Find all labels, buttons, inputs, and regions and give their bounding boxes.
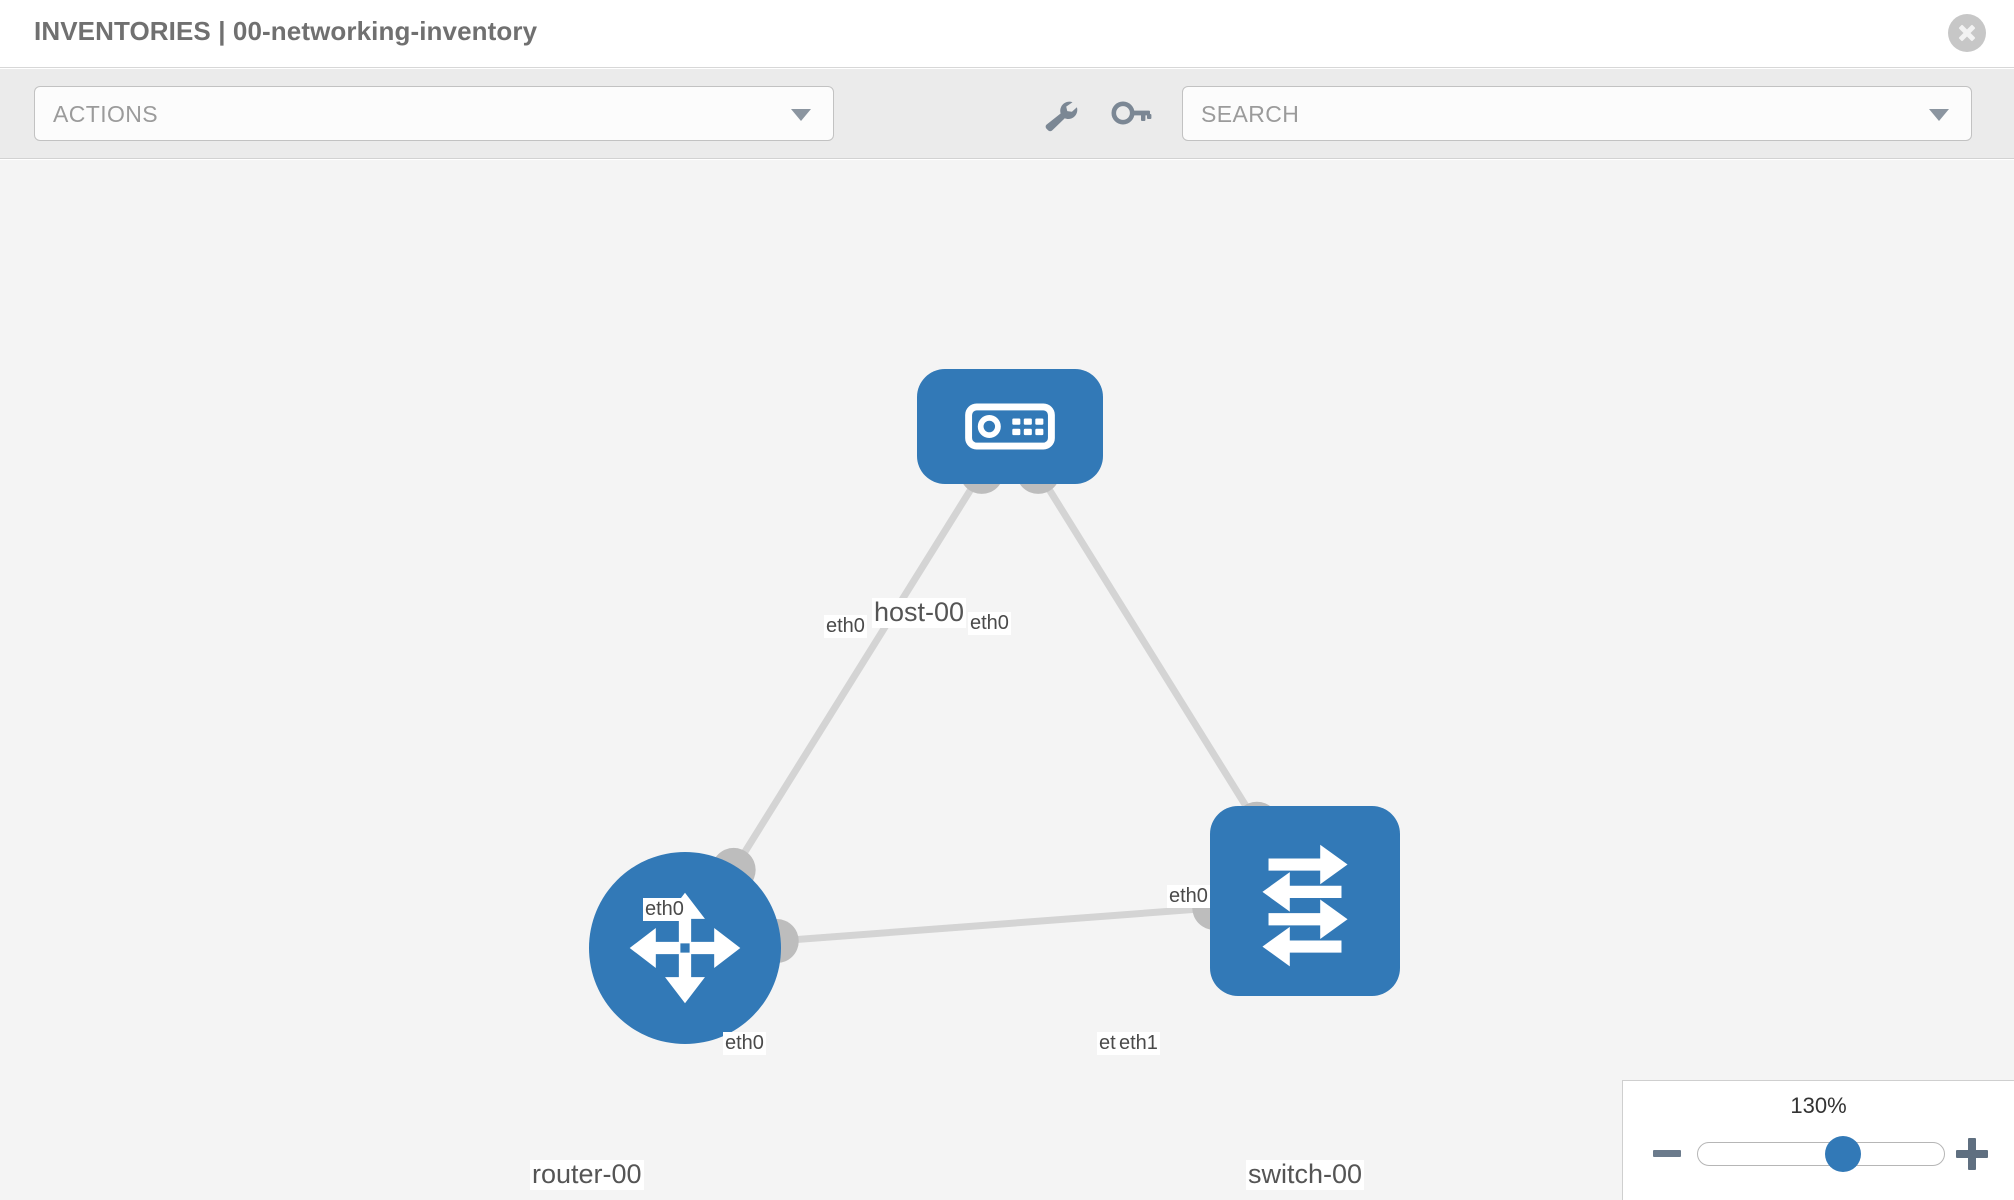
node-shape: [917, 369, 1103, 484]
interface-label: eth0: [968, 612, 1011, 635]
node-shape: [589, 852, 781, 1044]
interface-label: eth1: [1117, 1032, 1160, 1055]
zoom-slider-row: [1623, 1133, 2014, 1179]
wrench-icon[interactable]: [1042, 99, 1086, 133]
topology-graph: [589, 369, 1400, 1044]
close-icon[interactable]: [1948, 14, 1986, 52]
chevron-down-icon: [791, 108, 811, 121]
zoom-slider-thumb[interactable]: [1825, 1136, 1862, 1172]
search-placeholder: SEARCH: [1201, 101, 1300, 127]
topology-node-router-00[interactable]: [589, 852, 781, 1044]
interface-label: eth0: [824, 615, 867, 638]
node-label: router-00: [530, 1159, 644, 1190]
page-header: INVENTORIES | 00-networking-inventory: [0, 0, 2014, 68]
toolbar: ACTIONS SEARCH: [0, 69, 2014, 159]
zoom-level-value: 130%: [1790, 1093, 1847, 1118]
zoom-slider-track[interactable]: [1697, 1136, 1945, 1172]
key-icon[interactable]: [1110, 99, 1154, 133]
zoom-in-button[interactable]: [1955, 1133, 1989, 1173]
topology-node-switch-00[interactable]: [1210, 806, 1400, 996]
interface-label: eth0: [1167, 885, 1210, 908]
node-label: host-00: [872, 597, 967, 628]
zoom-control-panel: 130%: [1622, 1080, 2014, 1200]
interface-label: eth0: [643, 898, 686, 921]
chevron-down-icon: [1929, 108, 1949, 121]
node-label: switch-00: [1246, 1159, 1365, 1190]
topology-nodes[interactable]: [589, 369, 1400, 1044]
actions-dropdown-label: ACTIONS: [53, 101, 159, 127]
search-input[interactable]: SEARCH: [1182, 86, 1972, 141]
actions-dropdown[interactable]: ACTIONS: [34, 86, 834, 141]
topology-node-host-00[interactable]: [917, 369, 1103, 484]
page-title: INVENTORIES | 00-networking-inventory: [34, 16, 538, 46]
node-shape: [1210, 806, 1400, 996]
interface-label: eth0: [723, 1032, 766, 1055]
zoom-out-button[interactable]: [1651, 1133, 1685, 1173]
topology-canvas[interactable]: eth0eth0eth0eth0eth0eth0eth1host-00route…: [0, 160, 2014, 1200]
